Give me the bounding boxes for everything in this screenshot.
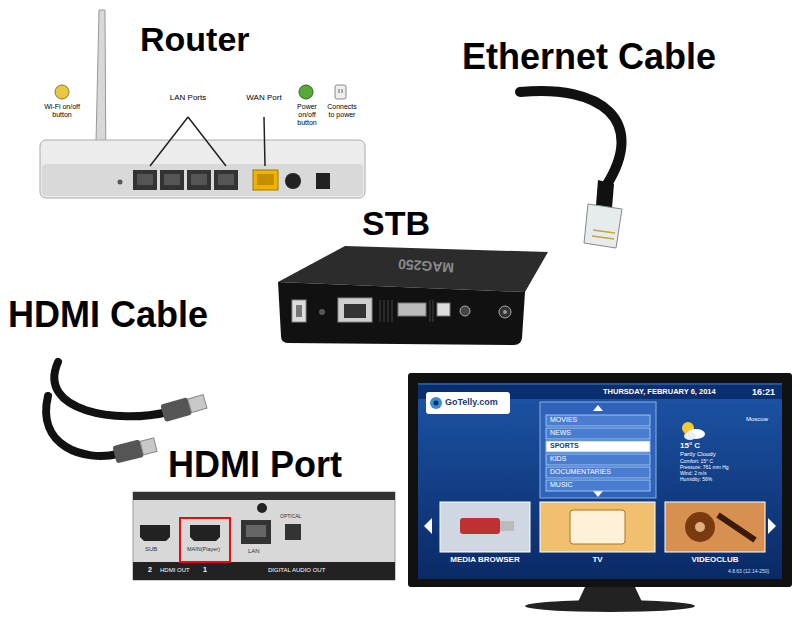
part-title: Ethernet Cable [462,36,716,77]
port-label: Wi-Fi on/off button [40,103,84,119]
port-label: SUB [145,546,157,553]
port-label: Connects to power [324,103,360,119]
menu-item: NEWS [550,429,571,437]
hdmi-port-drawing [133,492,395,580]
ethernet-cable-drawing [520,91,622,248]
tile-caption: VIDEOCLUB [665,555,765,564]
port-label: HDMI OUT [160,567,190,574]
weather-text: Wind: 2 m/s [680,471,706,477]
port-label: OPTICAL [280,514,301,520]
weather-text: Partly Cloudy [680,451,716,458]
part-title: HDMI Cable [8,294,208,335]
tile-caption: TV [540,555,655,564]
weather-text: Pressure: 761 mm Hg [680,465,729,471]
port-label: DIGITAL AUDIO OUT [268,567,325,574]
weather-text: Moscow [746,416,768,423]
menu-item: KIDS [550,455,566,463]
menu-item: DOCUMENTARIES [550,468,611,476]
time-text: 16:21 [752,387,775,397]
weather-text: Comfort: 15° C [680,459,713,465]
tile-caption: MEDIA BROWSER [440,555,530,564]
menu-item: SPORTS [550,442,579,450]
weather-text: 15° C [680,441,700,450]
router-drawing [40,10,365,198]
port-label: LAN Ports [166,93,210,102]
device-brand: MAG250 [398,256,455,276]
port-label: Power on/off button [288,103,326,127]
port-label: LAN [248,548,260,555]
port-label: MAIN(Player) [187,546,220,552]
part-title: STB [362,204,430,243]
weather-text: Humidity: 56% [680,477,712,483]
stb-drawing [278,246,548,345]
port-number: 2 [148,566,152,574]
port-number: 1 [203,566,207,574]
tv-drawing [408,373,792,612]
menu-item: MOVIES [550,416,577,424]
menu-item: MUSIC [550,481,573,489]
version-text: 4.8.63 (12.14-250) [728,569,769,575]
date-text: THURSDAY, FEBRUARY 6, 2014 [603,388,716,397]
logo-text: GoTelly.com [445,397,498,407]
part-title: Router [140,20,250,59]
part-title: HDMI Port [168,444,342,485]
port-label: WAN Port [244,93,284,102]
